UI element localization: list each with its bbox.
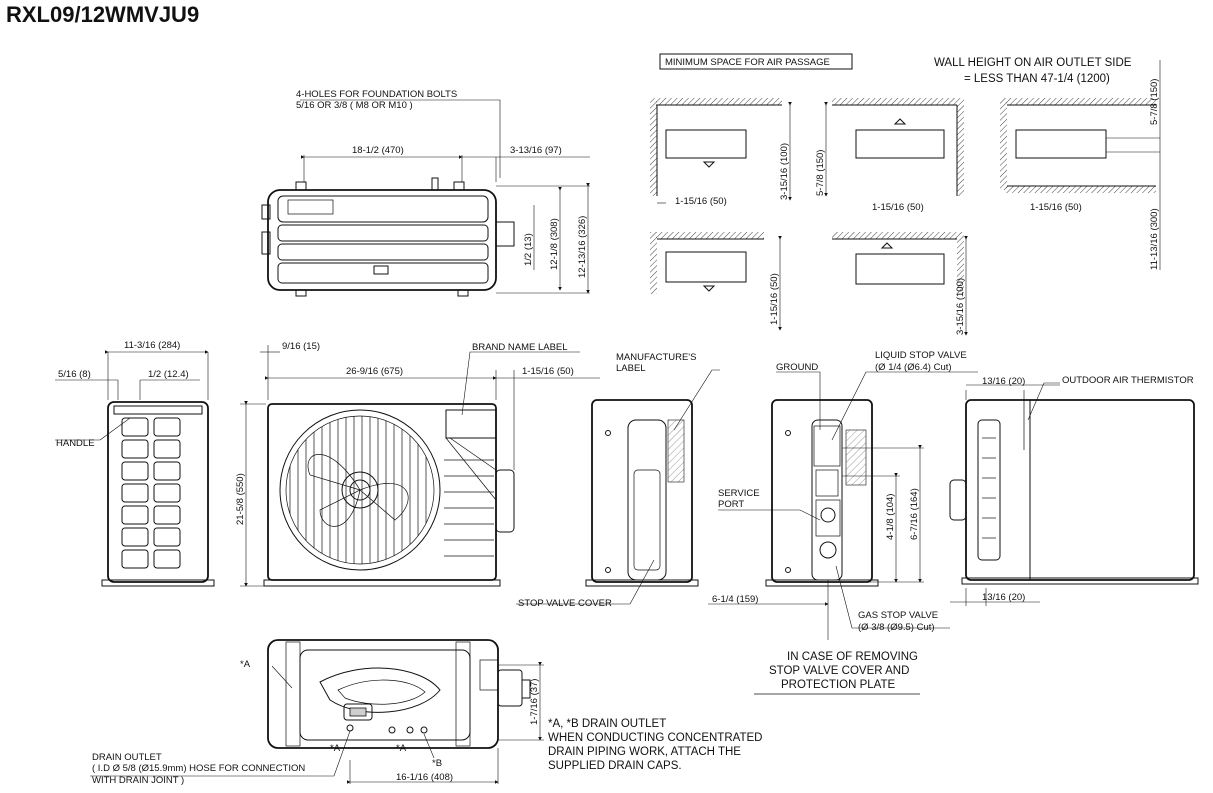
vent-opening [153, 549, 181, 569]
vent-opening [121, 505, 149, 525]
dim-rear-20-top: 13/16 (20) [982, 376, 1025, 387]
vent-opening [121, 439, 149, 459]
space-d1-100: 3-15/16 (100) [779, 143, 790, 200]
drain-outlet-line1: DRAIN OUTLET [92, 752, 162, 763]
liquid-valve-line1: LIQUID STOP VALVE [875, 350, 967, 361]
dim-675: 26-9/16 (675) [346, 366, 403, 377]
dim-half-inch: 1/2 (13) [523, 233, 534, 266]
service-port-line2: PORT [718, 499, 744, 510]
dim-right-top: 3-13/16 (97) [510, 145, 562, 156]
gas-valve-line1: GAS STOP VALVE [858, 610, 938, 621]
manufacturer-label-line1: MANUFACTURE'S [616, 352, 696, 363]
vent-opening [121, 483, 149, 503]
rear-view: 13/16 (20) OUTDOOR AIR THERMISTOR 13/16 … [949, 375, 1199, 606]
vent-opening [121, 461, 149, 481]
vent-opening [153, 417, 181, 437]
dim-50: 1-15/16 (50) [522, 366, 574, 377]
drain-note-3: DRAIN PIPING WORK, ATTACH THE [548, 746, 741, 758]
vent-opening [121, 549, 149, 569]
star-a-label-3: *A [396, 743, 407, 754]
dim-550: 21-5/8 (550) [235, 473, 246, 525]
star-a-label-2: *A [330, 743, 341, 754]
service-port-line1: SERVICE [718, 488, 760, 499]
ground-label: GROUND [776, 362, 818, 373]
valve-view: GROUND LIQUID STOP VALVE (Ø 1/4 (Ø6.4) C… [708, 350, 978, 695]
vent-opening [153, 505, 181, 525]
wall-height-line2: = LESS THAN 47-1/4 (1200) [964, 73, 1110, 85]
space-d3-50: 1-15/16 (50) [1030, 202, 1082, 213]
note-line1: IN CASE OF REMOVING [787, 651, 918, 663]
dim-104: 4-1/8 (104) [885, 494, 896, 540]
manufacturer-label-line2: LABEL [616, 363, 646, 374]
drain-note-1: *A, *B DRAIN OUTLET [548, 718, 666, 730]
dim-8: 5/16 (8) [58, 369, 91, 380]
dim-308: 12-1/8 (308) [549, 218, 560, 270]
dim-width-top: 18-1/2 (470) [352, 145, 404, 156]
dim-159: 6-1/4 (159) [712, 594, 758, 605]
vent-opening [153, 527, 181, 547]
handle-label: HANDLE [56, 438, 95, 449]
dim-284: 11-3/16 (284) [124, 340, 180, 351]
wall-height-line1: WALL HEIGHT ON AIR OUTLET SIDE [934, 57, 1132, 69]
right-side-view: MANUFACTURE'S LABEL STOP VALVE COVER [516, 352, 720, 609]
drain-outlet-line2: ( I.D Ø 5/8 (Ø15.9mm) HOSE FOR CONNECTIO… [92, 763, 305, 774]
dim-rear-20-bot: 13/16 (20) [982, 592, 1025, 603]
top-view: 4-HOLES FOR FOUNDATION BOLTS 5/16 OR 3/8… [261, 89, 590, 297]
brand-label: BRAND NAME LABEL [472, 342, 568, 353]
star-a-label-1: *A [240, 659, 251, 670]
thermistor-label: OUTDOOR AIR THERMISTOR [1062, 375, 1194, 386]
dim-326: 12-13/16 (326) [577, 216, 588, 278]
foundation-holes-size: 5/16 OR 3/8 ( M8 OR M10 ) [296, 100, 413, 111]
drain-outlet-line3: WITH DRAIN JOINT ) [92, 775, 184, 786]
drain-note-2: WHEN CONDUCTING CONCENTRATED [548, 732, 762, 744]
drain-note-4: SUPPLIED DRAIN CAPS. [548, 760, 682, 772]
space-d1-50: 1-15/16 (50) [675, 196, 727, 207]
gas-valve-line2: (Ø 3/8 (Ø9.5) Cut) [858, 622, 935, 633]
star-b-label: *B [432, 758, 442, 769]
space-d2-150: 5-7/8 (150) [815, 150, 826, 196]
space-d3-300: 11-13/16 (300) [1149, 208, 1160, 270]
vent-opening [153, 439, 181, 459]
drawing-title: RXL09/12WMVJU9 [6, 2, 200, 27]
liquid-valve-line2: (Ø 1/4 (Ø6.4) Cut) [875, 362, 952, 373]
dim-12-4: 1/2 (12.4) [148, 369, 189, 380]
space-d4-50: 1-15/16 (50) [769, 273, 780, 325]
dim-37: 1-7/16 (37) [529, 679, 540, 725]
left-side-view: 11-3/16 (284) 5/16 (8) 1/2 (12.4) HANDLE [55, 340, 215, 587]
dim-408: 16-1/16 (408) [396, 772, 453, 783]
stop-valve-cover-label: STOP VALVE COVER [518, 598, 612, 609]
air-passage-header: MINIMUM SPACE FOR AIR PASSAGE [665, 57, 830, 68]
vent-opening [121, 417, 149, 437]
space-d2-50: 1-15/16 (50) [872, 202, 924, 213]
bottom-view: 1-7/16 (37) *A *A *A *B *A, *B DRAIN OUT… [90, 639, 762, 786]
vent-opening [153, 461, 181, 481]
note-line3: PROTECTION PLATE [781, 679, 895, 691]
space-d5-100: 3-15/16 (100) [955, 278, 966, 335]
foundation-holes-label: 4-HOLES FOR FOUNDATION BOLTS [296, 89, 457, 100]
dim-15: 9/16 (15) [282, 341, 320, 352]
dim-164: 6-7/16 (164) [909, 488, 920, 540]
note-line2: STOP VALVE COVER AND [769, 665, 909, 677]
space-d3-150: 5-7/8 (150) [1149, 79, 1160, 125]
vent-opening [153, 483, 181, 503]
vent-opening [121, 527, 149, 547]
front-view: 9/16 (15) 26-9/16 (675) 1-15/16 (50) BRA… [235, 341, 600, 587]
air-passage-diagrams: MINIMUM SPACE FOR AIR PASSAGE WALL HEIGH… [650, 53, 1161, 336]
